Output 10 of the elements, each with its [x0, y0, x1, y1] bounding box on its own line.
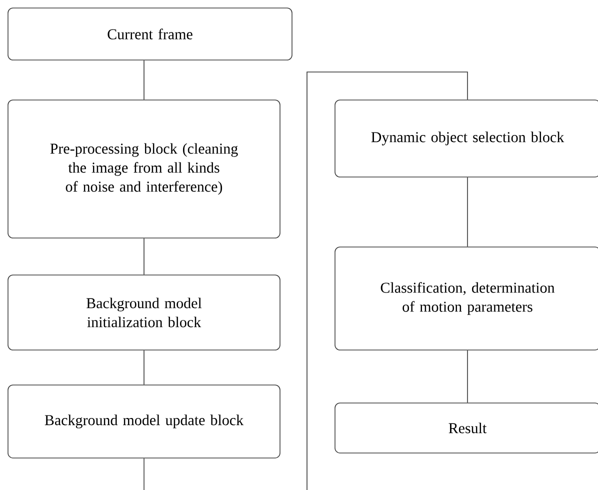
connector-line	[467, 177, 468, 247]
process-box: Dynamic object selection block	[334, 100, 598, 178]
process-box: Result	[334, 402, 598, 454]
process-box: Background model update block	[8, 384, 280, 458]
connector-line	[467, 350, 468, 403]
process-box: Current frame	[8, 8, 292, 60]
process-box: Background model initialization block	[8, 274, 280, 350]
process-box: Pre-processing block (cleaning the image from all kinds of noise and interference)	[8, 100, 280, 238]
process-box: Classification, determination of motion parameters	[334, 246, 598, 350]
connector-line	[144, 72, 468, 490]
